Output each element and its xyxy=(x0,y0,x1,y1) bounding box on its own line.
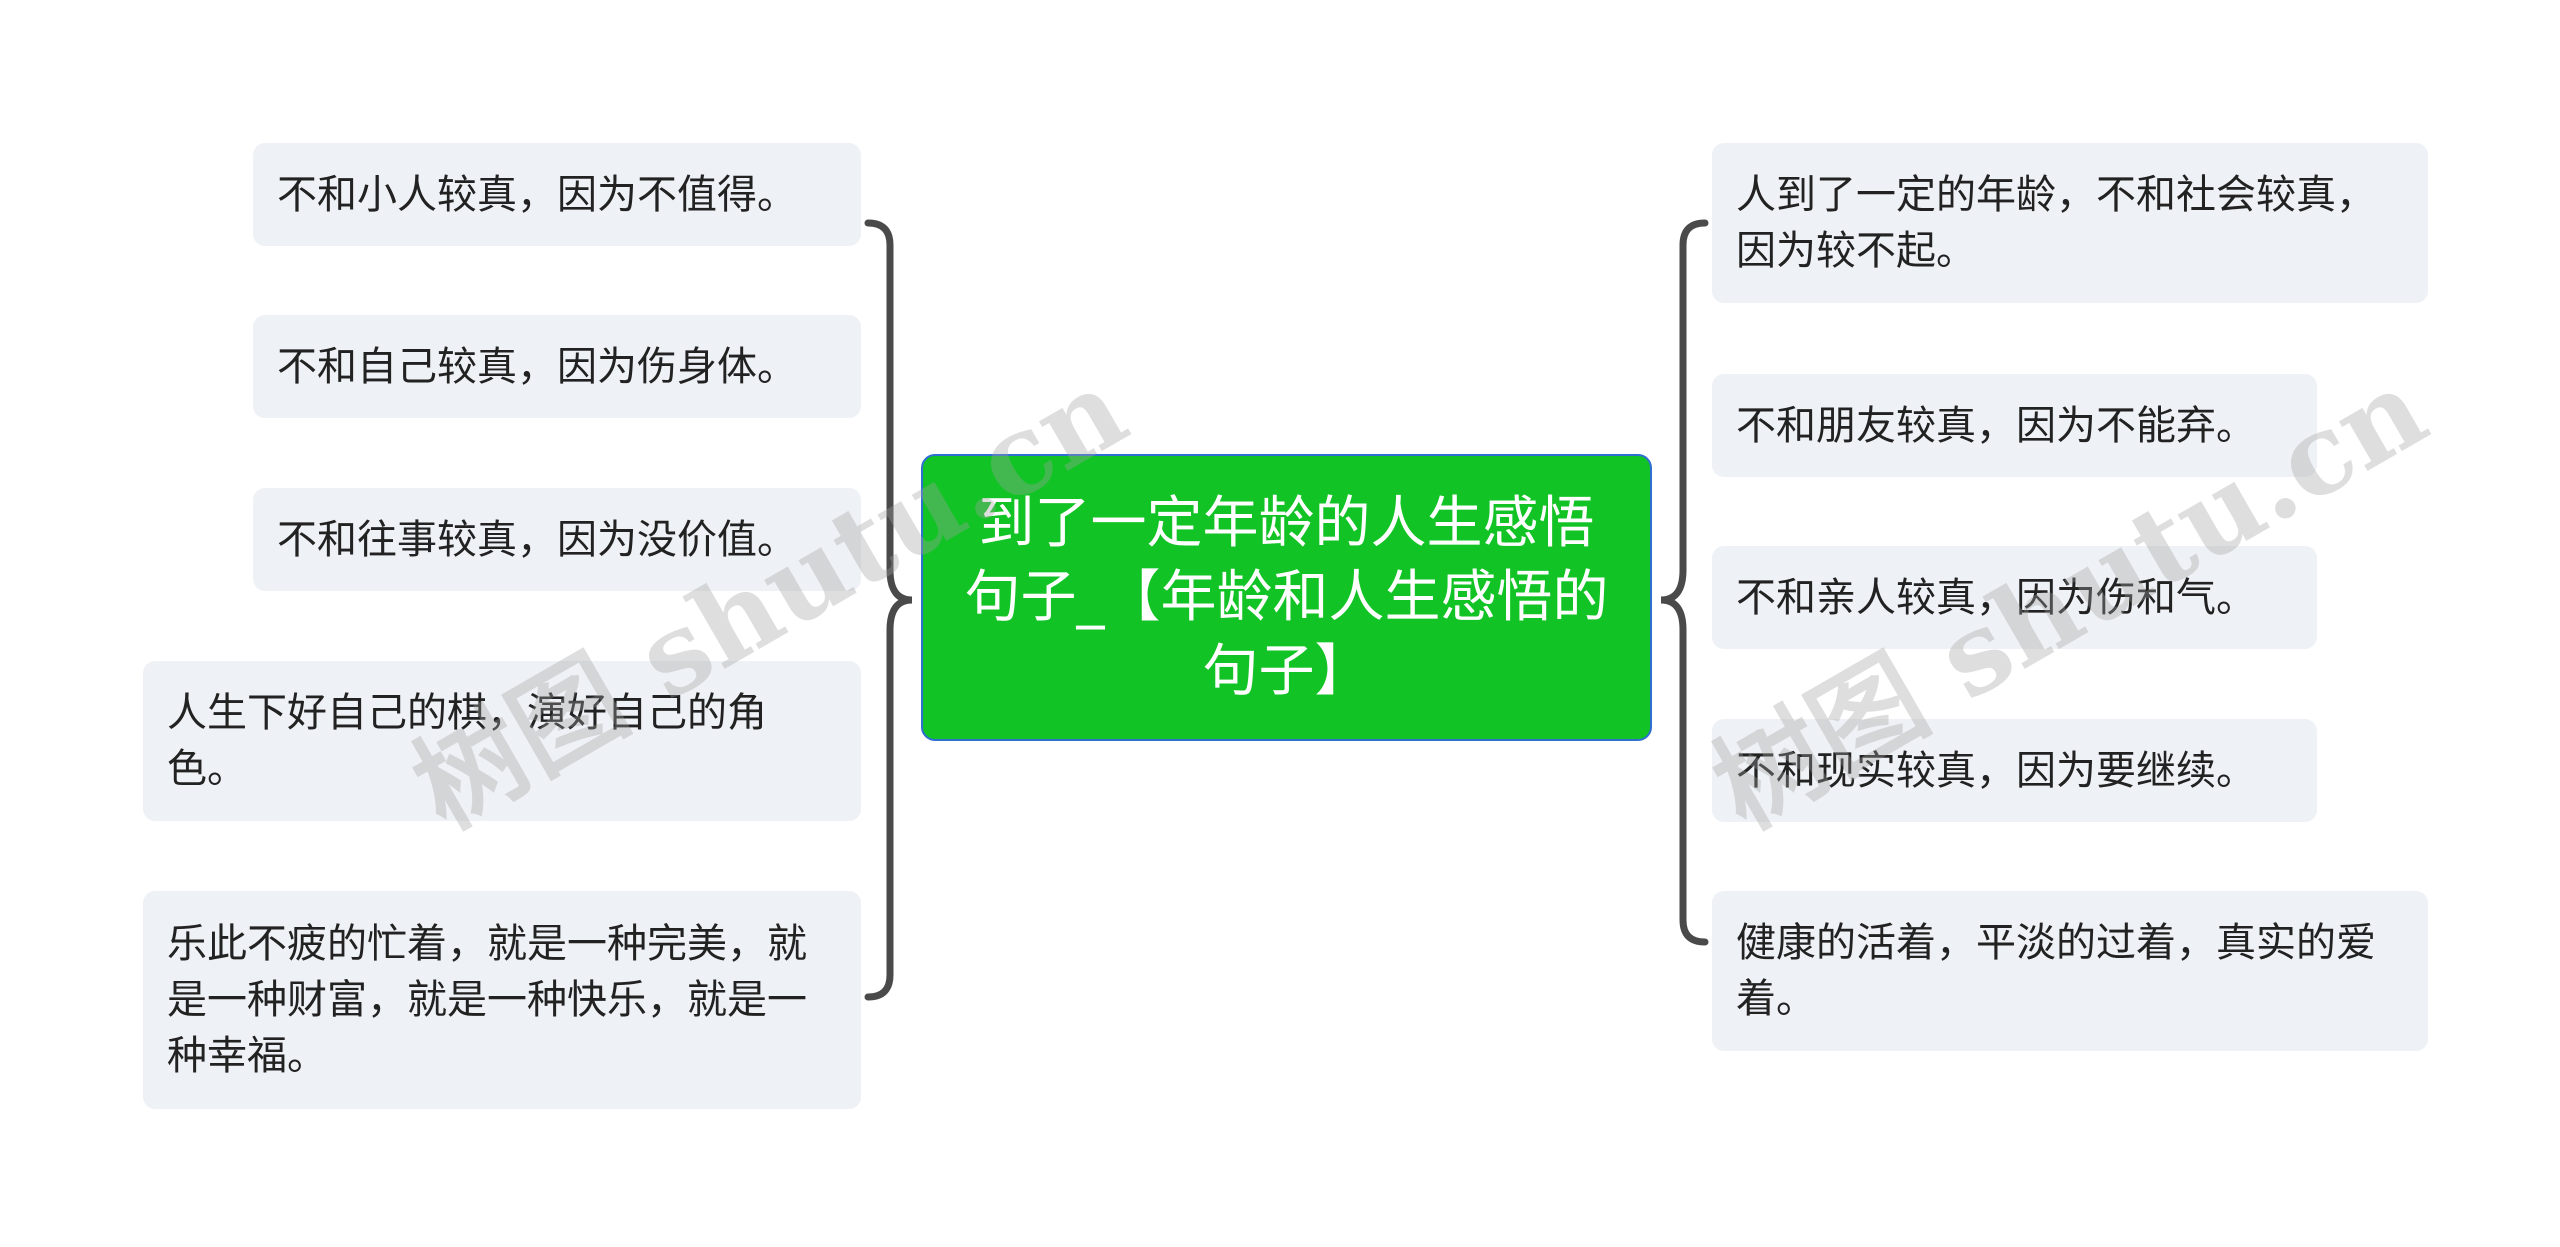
right-node-4[interactable]: 不和现实较真，因为要继续。 xyxy=(1712,719,2317,822)
left-node-4-text: 人生下好自己的棋，演好自己的角色。 xyxy=(167,690,767,792)
left-node-3[interactable]: 不和往事较真，因为没价值。 xyxy=(253,488,861,591)
right-node-2-text: 不和朋友较真，因为不能弃。 xyxy=(1736,402,2256,449)
left-node-2-text: 不和自己较真，因为伤身体。 xyxy=(277,343,797,390)
right-node-5[interactable]: 健康的活着，平淡的过着，真实的爱着。 xyxy=(1712,891,2428,1051)
right-node-1[interactable]: 人到了一定的年龄，不和社会较真，因为较不起。 xyxy=(1712,143,2428,303)
left-node-5[interactable]: 乐此不疲的忙着，就是一种完美，就是一种财富，就是一种快乐，就是一种幸福。 xyxy=(143,891,861,1109)
right-node-2[interactable]: 不和朋友较真，因为不能弃。 xyxy=(1712,374,2317,477)
right-node-1-text: 人到了一定的年龄，不和社会较真，因为较不起。 xyxy=(1736,172,2376,274)
left-node-3-text: 不和往事较真，因为没价值。 xyxy=(277,516,797,563)
left-node-4[interactable]: 人生下好自己的棋，演好自己的角色。 xyxy=(143,661,861,821)
right-node-4-text: 不和现实较真，因为要继续。 xyxy=(1736,747,2256,794)
left-node-5-text: 乐此不疲的忙着，就是一种完美，就是一种财富，就是一种快乐，就是一种幸福。 xyxy=(167,921,807,1079)
right-node-3-text: 不和亲人较真，因为伤和气。 xyxy=(1736,574,2256,621)
root-topic-text: 到了一定年龄的人生感悟句子_【年龄和人生感悟的句子】 xyxy=(964,490,1609,704)
left-node-2[interactable]: 不和自己较真，因为伤身体。 xyxy=(253,315,861,418)
right-node-3[interactable]: 不和亲人较真，因为伤和气。 xyxy=(1712,546,2317,649)
right-branch-bracket xyxy=(1660,219,1709,946)
right-node-5-text: 健康的活着，平淡的过着，真实的爱着。 xyxy=(1736,920,2376,1022)
root-topic[interactable]: 到了一定年龄的人生感悟句子_【年龄和人生感悟的句子】 xyxy=(921,454,1652,741)
left-node-1-text: 不和小人较真，因为不值得。 xyxy=(277,171,797,218)
left-branch-bracket xyxy=(864,219,913,1001)
left-node-1[interactable]: 不和小人较真，因为不值得。 xyxy=(253,143,861,246)
